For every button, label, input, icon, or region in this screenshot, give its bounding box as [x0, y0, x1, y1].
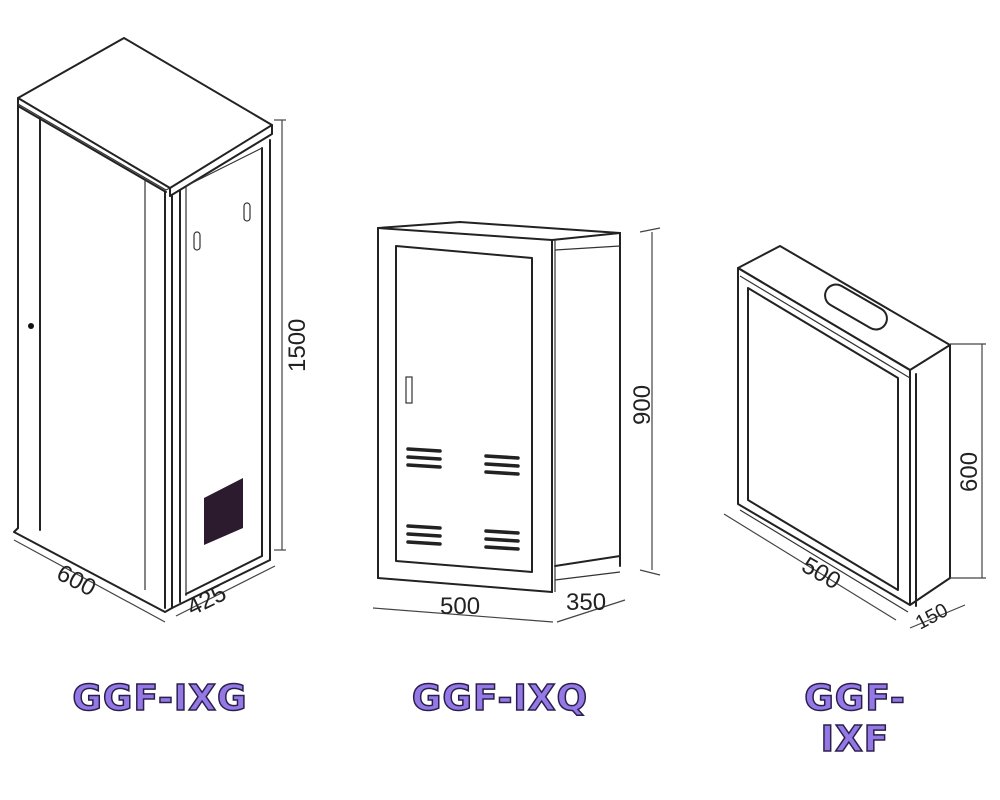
cabinet-ggf-ixg [13, 37, 286, 623]
door-handle-icon [405, 376, 413, 404]
dim-width-ggf-ixq: 500 [440, 593, 480, 620]
dim-height-ggf-ixq: 900 [629, 385, 656, 425]
dim-width-ggf-ixg: 600 [52, 559, 100, 602]
lock-dot-icon [28, 323, 34, 329]
cabinet-ggf-ixq [372, 221, 661, 623]
dim-width-ggf-ixf: 500 [797, 552, 845, 595]
model-label-ggf-ixf: GGF-IXF [803, 677, 906, 761]
door-handle-icon [243, 202, 251, 222]
dim-depth-ggf-ixq: 350 [566, 589, 606, 616]
carry-handle-icon [824, 283, 888, 331]
cabinet-ggf-ixf [723, 245, 986, 629]
vent-louvers-icon [406, 447, 520, 551]
model-label-ggf-ixq: GGF-IXQ [411, 677, 589, 720]
vent-grille-icon [204, 478, 243, 545]
dim-depth-ggf-ixf: 150 [912, 599, 952, 634]
dim-height-ggf-ixf: 600 [956, 452, 983, 492]
dim-depth-ggf-ixg: 425 [183, 580, 231, 622]
dim-height-ggf-ixg: 1500 [284, 319, 311, 372]
model-label-ggf-ixg: GGF-IXG [72, 677, 248, 720]
door-handle-icon [193, 231, 201, 251]
